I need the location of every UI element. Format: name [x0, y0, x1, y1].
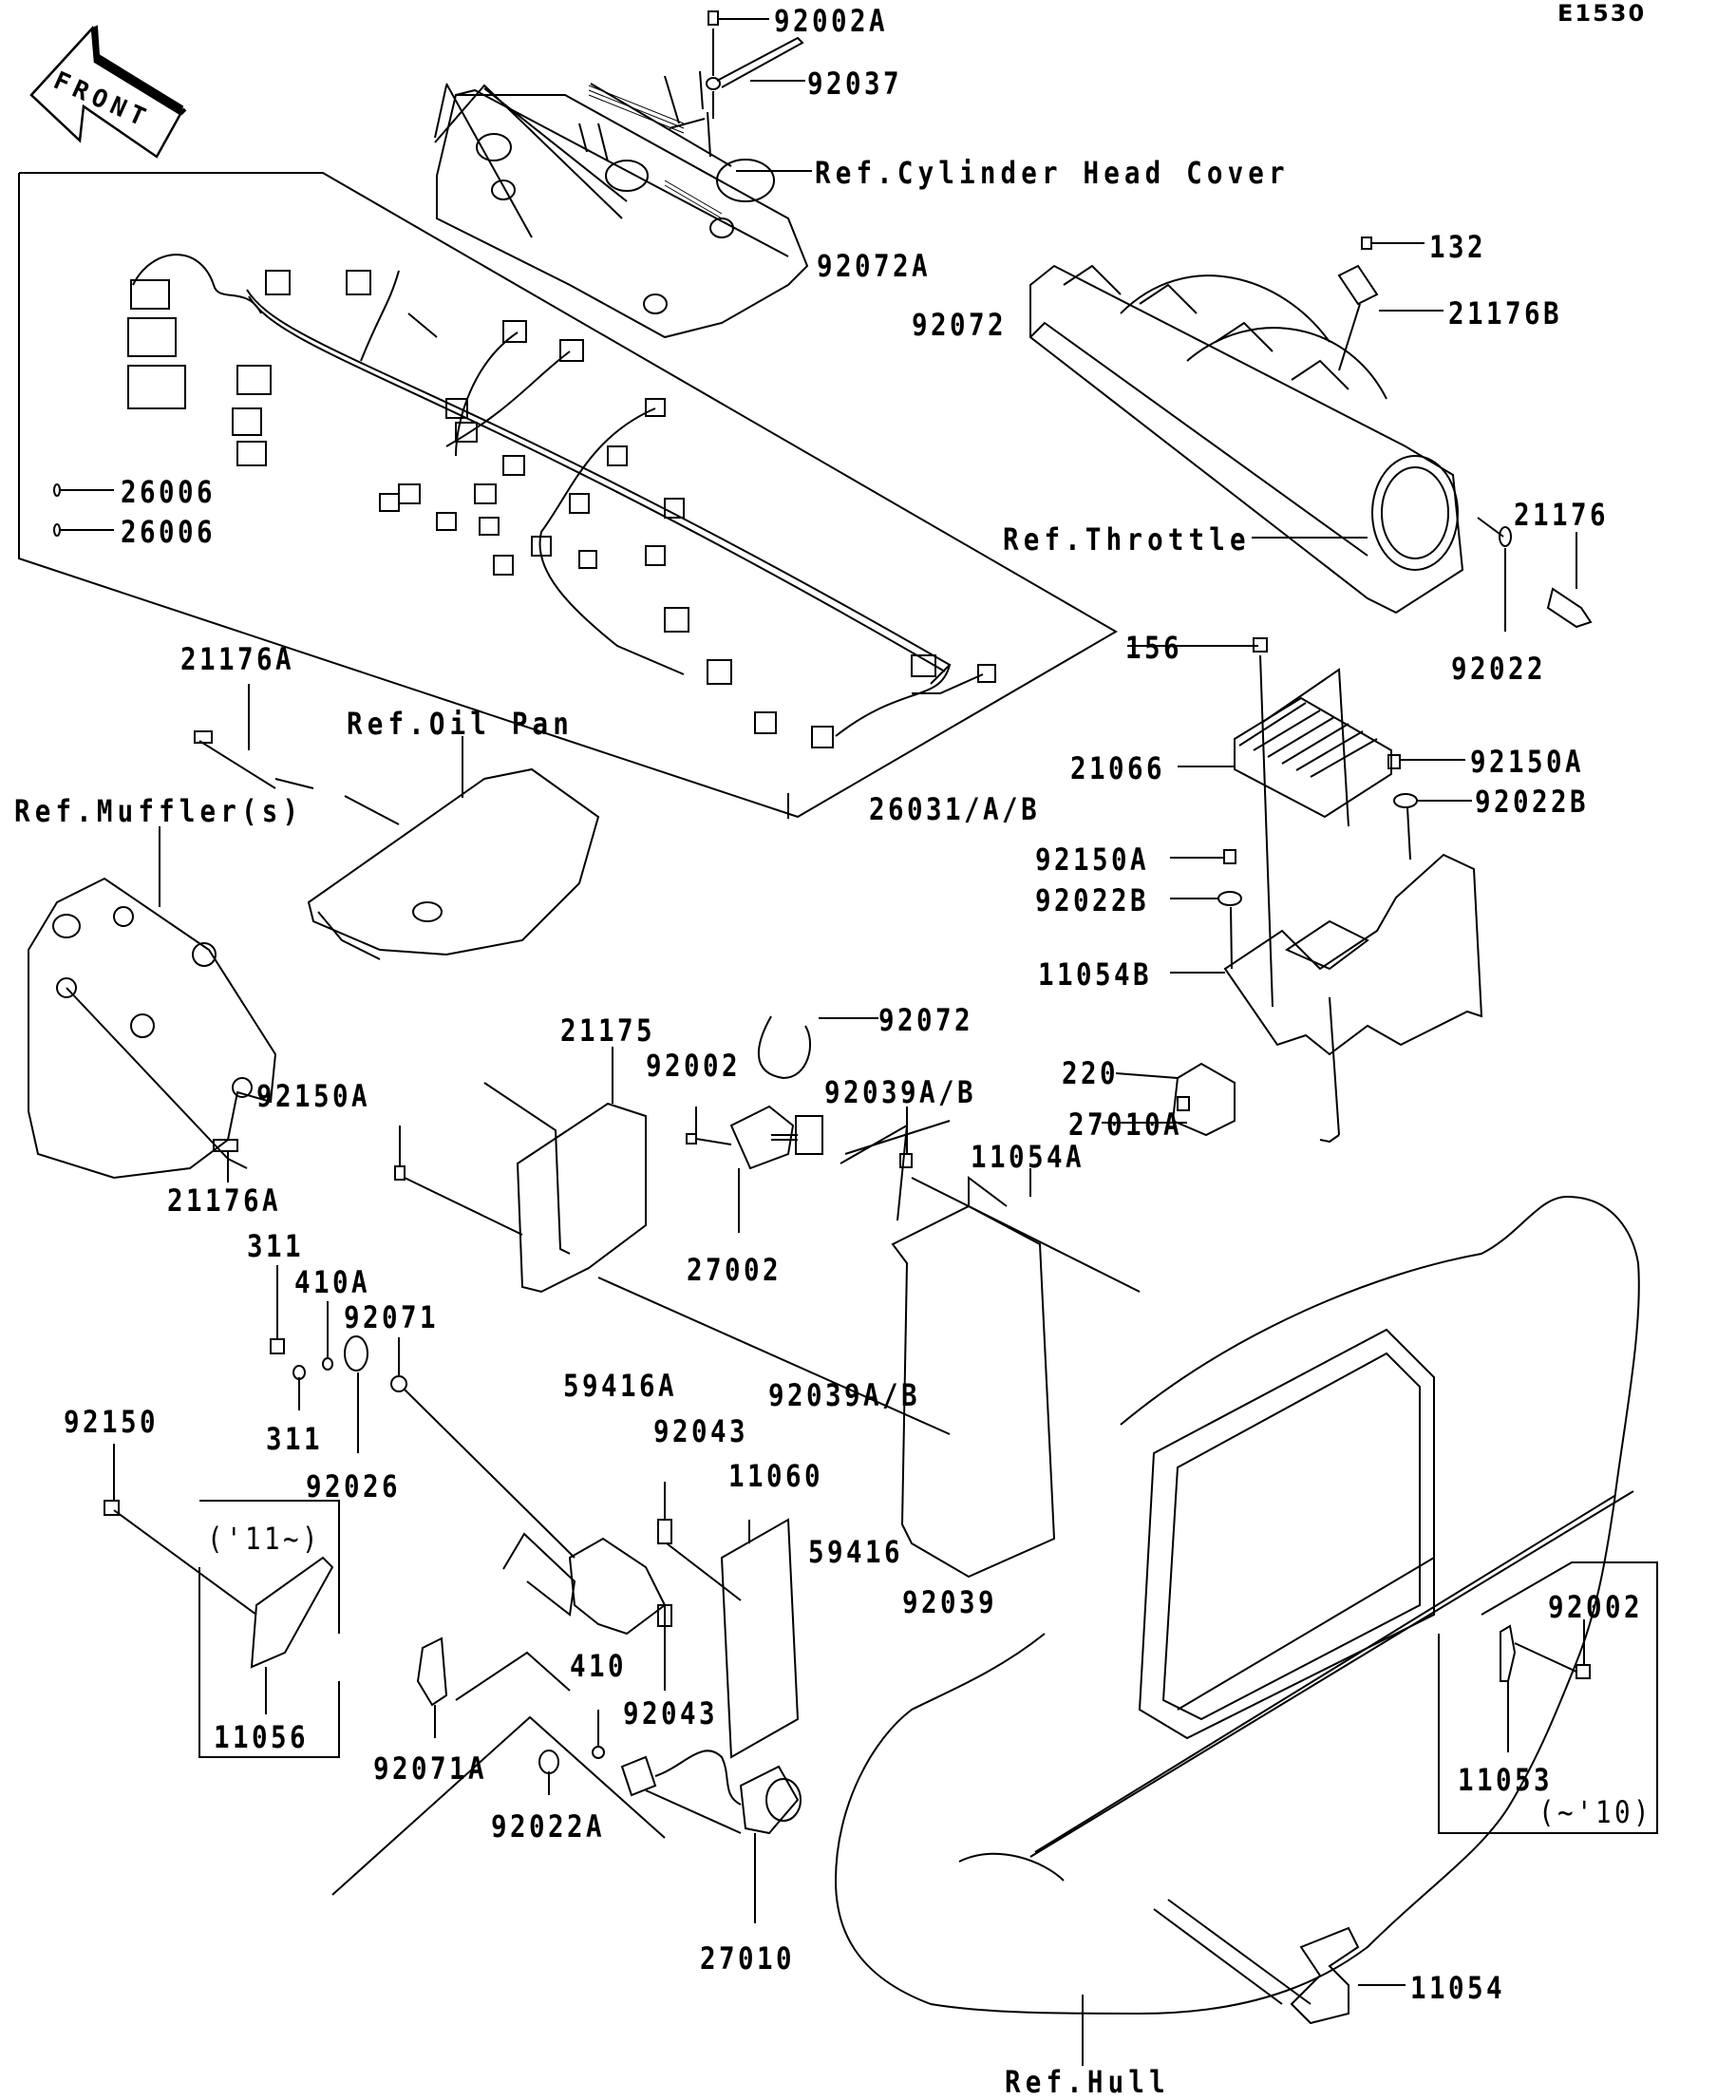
part-callout[interactable]: 11054	[1410, 1970, 1506, 2006]
part-callout[interactable]: 311	[247, 1228, 305, 1264]
part-callout[interactable]: 92150A	[1470, 744, 1585, 780]
wiring-harness-drawing	[18, 172, 1118, 819]
ref-throttle[interactable]: Ref.Throttle	[1003, 521, 1251, 558]
part-callout[interactable]: 21176B	[1448, 295, 1563, 331]
part-callout[interactable]: 92002	[646, 1048, 742, 1084]
part-callout[interactable]: 92022B	[1035, 882, 1150, 918]
part-callout[interactable]: 21066	[1070, 750, 1166, 786]
part-callout[interactable]: 92002	[1548, 1589, 1644, 1625]
part-callout[interactable]: 59416A	[563, 1368, 678, 1404]
front-arrow-icon	[29, 25, 187, 159]
top-fasteners	[706, 10, 812, 172]
part-callout[interactable]: 92022B	[1475, 784, 1590, 820]
year-note-to-10: (~'10)	[1538, 1794, 1653, 1830]
part-callout[interactable]: 27002	[687, 1252, 783, 1288]
part-callout[interactable]: 132	[1429, 229, 1487, 265]
part-callout[interactable]: 156	[1125, 630, 1183, 666]
diagram-code: E1530	[1557, 0, 1647, 27]
part-callout[interactable]: 21176A	[180, 641, 295, 677]
part-callout[interactable]: 59416	[808, 1534, 904, 1570]
part-callout[interactable]: 26031/A/B	[869, 791, 1041, 827]
ref-hull[interactable]: Ref.Hull	[1005, 2064, 1170, 2100]
cylinder-head-cover-drawing	[434, 70, 809, 339]
part-callout[interactable]: 92072	[912, 307, 1008, 343]
hull-drawing	[834, 1195, 1640, 2066]
part-callout[interactable]: 92022	[1451, 651, 1547, 687]
part-callout[interactable]: 92026	[306, 1468, 402, 1504]
part-callout[interactable]: 92150	[64, 1404, 160, 1440]
right-variant-box	[1438, 1561, 1658, 1834]
part-callout[interactable]: 27010	[700, 1940, 796, 1977]
part-callout[interactable]: 92002A	[774, 3, 889, 39]
part-callout[interactable]: 92039A/B	[768, 1377, 921, 1413]
part-callout[interactable]: 11054B	[1038, 956, 1153, 993]
part-callout[interactable]: 92039	[902, 1584, 998, 1620]
part-callout[interactable]: 92071	[344, 1299, 440, 1335]
part-callout[interactable]: 11060	[728, 1458, 824, 1494]
part-callout[interactable]: 311	[266, 1421, 324, 1457]
part-callout[interactable]: 21176A	[167, 1182, 282, 1219]
part-callout[interactable]: 92043	[623, 1695, 719, 1731]
part-callout[interactable]: 21175	[560, 1012, 656, 1049]
part-callout[interactable]: 92071A	[373, 1750, 488, 1787]
part-callout[interactable]: 92039A/B	[824, 1074, 977, 1110]
regulator-bracket-drawing	[1127, 637, 1483, 1056]
part-callout[interactable]: 11053	[1458, 1762, 1554, 1798]
ref-oil-pan[interactable]: Ref.Oil Pan	[347, 706, 575, 742]
part-callout[interactable]: 92037	[807, 66, 903, 102]
part-callout[interactable]: 92150A	[256, 1078, 371, 1114]
part-callout[interactable]: 21176	[1514, 497, 1610, 533]
part-callout[interactable]: 410	[570, 1648, 628, 1684]
lower-left-components	[104, 1265, 802, 1923]
part-callout[interactable]: 92072	[878, 1002, 974, 1038]
part-callout[interactable]: 26006	[121, 514, 217, 550]
year-note-from-11: ('11~)	[207, 1521, 322, 1557]
muffler-drawing	[28, 826, 277, 1182]
oil-pan-drawing	[194, 684, 600, 960]
part-callout[interactable]: 220	[1062, 1055, 1120, 1091]
part-callout[interactable]: 92043	[653, 1413, 749, 1449]
ref-cylinder-head-cover[interactable]: Ref.Cylinder Head Cover	[815, 155, 1290, 191]
throttle-body-drawing	[1029, 236, 1593, 632]
part-callout[interactable]: 92150A	[1035, 842, 1150, 878]
part-callout[interactable]: 410A	[294, 1264, 371, 1300]
part-callout[interactable]: 11056	[214, 1719, 310, 1755]
part-callout[interactable]: 92072A	[817, 248, 932, 284]
ref-muffler[interactable]: Ref.Muffler(s)	[14, 793, 304, 829]
ecu-drawing	[394, 996, 1340, 1579]
part-callout[interactable]: 11054A	[971, 1139, 1085, 1175]
part-callout[interactable]: 27010A	[1068, 1107, 1183, 1143]
part-callout[interactable]: 26006	[121, 474, 217, 510]
part-callout[interactable]: 92022A	[491, 1808, 606, 1845]
